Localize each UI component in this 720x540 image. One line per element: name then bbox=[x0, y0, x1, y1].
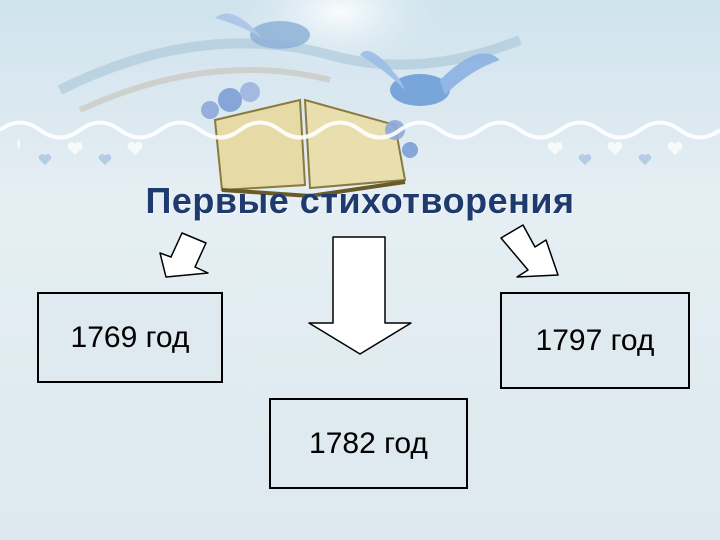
arrow-down-right-icon bbox=[501, 225, 558, 277]
year-label-left: 1769 год bbox=[71, 321, 190, 355]
year-box-1769: 1769 год bbox=[37, 292, 223, 383]
year-label-right: 1797 год bbox=[536, 324, 655, 358]
arrow-down-icon bbox=[309, 237, 411, 354]
year-box-1797: 1797 год bbox=[500, 292, 690, 389]
slide-title: Первые стихотворения bbox=[0, 180, 720, 222]
year-box-1782: 1782 год bbox=[269, 398, 468, 489]
arrow-down-left-icon bbox=[160, 233, 208, 277]
year-label-center: 1782 год bbox=[309, 427, 428, 461]
heart-lace-border bbox=[0, 110, 720, 170]
doves-and-book-illustration bbox=[0, 0, 720, 200]
